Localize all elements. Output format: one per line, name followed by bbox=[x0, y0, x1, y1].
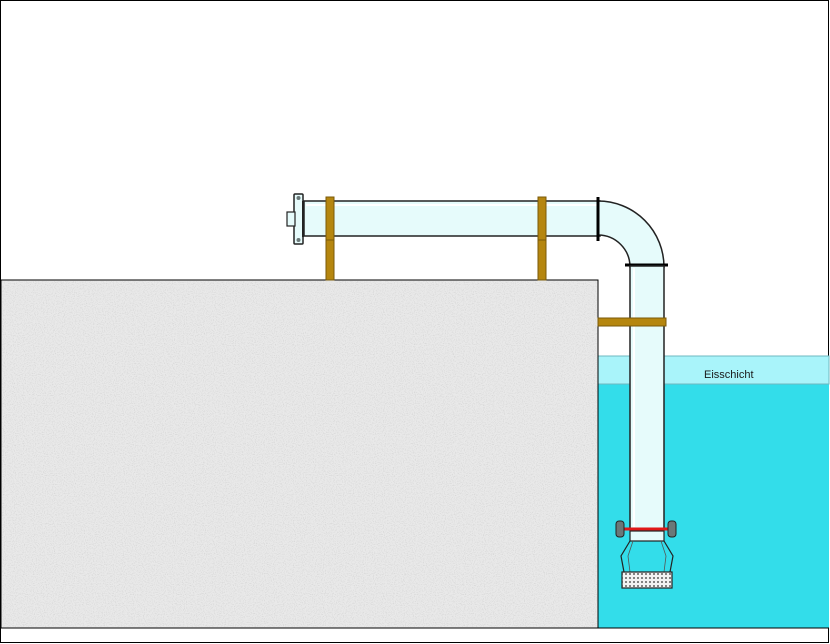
horizontal-pipe bbox=[303, 200, 601, 237]
blind-flange-icon bbox=[286, 193, 304, 245]
ground-block bbox=[0, 279, 599, 629]
pipe-clamp-left bbox=[325, 196, 335, 241]
valve-icon bbox=[615, 520, 677, 542]
wall-bracket bbox=[597, 317, 667, 327]
vertical-pipe bbox=[629, 265, 665, 530]
pipe-clamp-right bbox=[537, 196, 547, 241]
suction-strainer-icon bbox=[620, 540, 674, 589]
ice-layer-label: Eisschicht bbox=[704, 369, 754, 381]
